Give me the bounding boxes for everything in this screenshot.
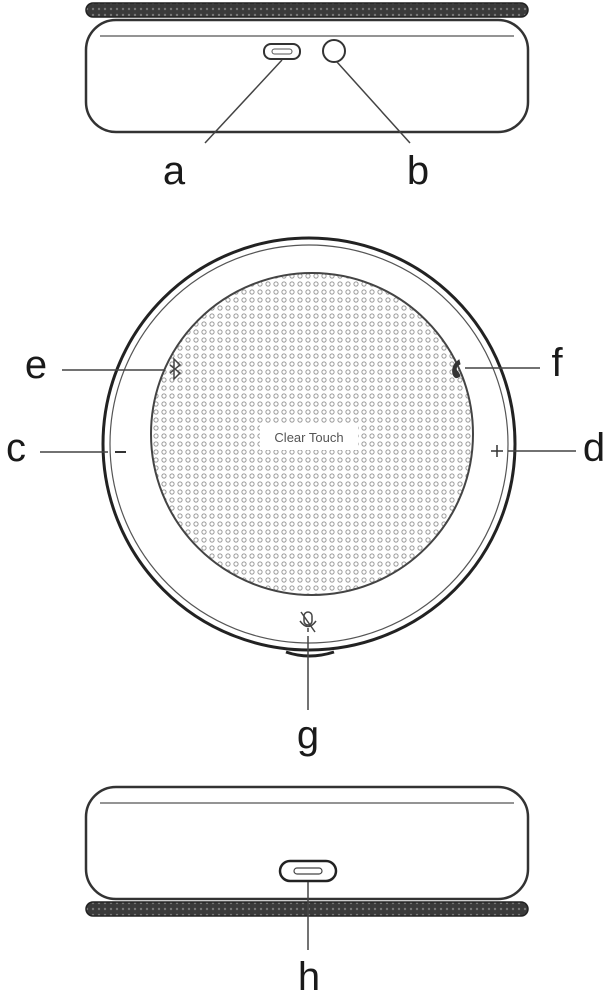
bottom-rim [85, 901, 529, 917]
leader-line-b [336, 61, 411, 144]
volume-up-button [491, 445, 503, 457]
bottom-tab [285, 650, 335, 658]
front-body [84, 785, 530, 901]
audio-jack-icon [322, 39, 346, 63]
brand-label: Clear Touch [274, 430, 343, 445]
callout-d: d [583, 426, 605, 470]
callout-g: g [297, 713, 319, 757]
callout-b: b [407, 149, 429, 193]
side-view-back: a b [84, 2, 530, 193]
callout-h: h [298, 955, 320, 997]
callout-f: f [551, 341, 563, 385]
usb-port-icon [263, 43, 301, 60]
callout-a: a [163, 149, 186, 193]
side-view-front: h [84, 785, 530, 997]
phone-icon [452, 359, 461, 379]
usb-port-icon [278, 859, 338, 883]
side-body [84, 18, 530, 134]
callout-e: e [25, 343, 47, 387]
callout-c: c [6, 426, 26, 470]
top-view: Clear Touch c d e f g [6, 236, 605, 757]
microphone-mute-icon [299, 611, 317, 633]
bluetooth-icon [169, 357, 182, 381]
top-rim [85, 2, 529, 18]
leader-line-a [204, 59, 283, 144]
inner-ring [109, 244, 509, 644]
